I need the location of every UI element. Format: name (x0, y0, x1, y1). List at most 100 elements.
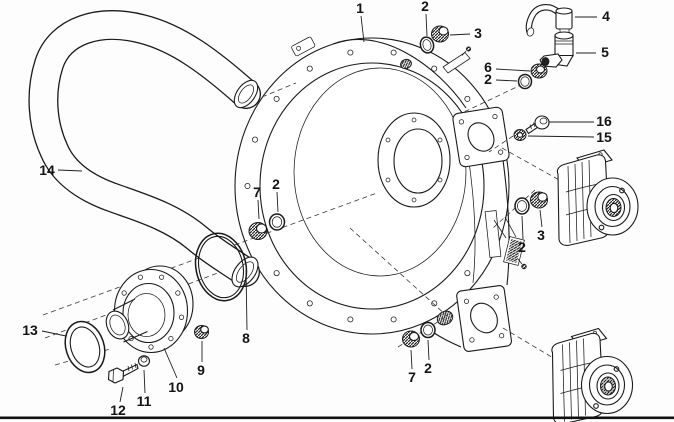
callout-11-flange-nut: 11 (137, 369, 152, 409)
lower-mounting-pad (456, 285, 512, 352)
callout-9-screw-plug: 9 (197, 341, 205, 378)
hex-bolt-16 (525, 115, 550, 135)
top-boss (400, 58, 412, 70)
callout-8-ring-gasket: 8 (242, 269, 250, 346)
callout-2-o-ring: 2 (484, 71, 518, 87)
leader-line (245, 269, 248, 331)
hose (28, 10, 261, 288)
leader-line (495, 79, 518, 82)
callout-2-o-ring: 2 (518, 215, 526, 255)
bell-housing (234, 36, 512, 352)
callout-7-screw-plug: 7 (408, 349, 416, 385)
assembly-axis-7 (463, 83, 524, 113)
callout-13-seal-ring: 13 (22, 322, 67, 338)
leader-line (360, 15, 365, 43)
assembly-axis-9 (501, 147, 571, 187)
o-ring-2-right (517, 73, 533, 90)
screw-plug-3-side (530, 191, 548, 209)
callout-number: 2 (421, 0, 429, 14)
hub-bolt-holes (117, 274, 185, 350)
o-ring-2-side (514, 197, 530, 215)
ring-gasket (194, 232, 248, 302)
callout-5-elbow-fitting: 5 (576, 44, 609, 60)
bearing-hub (105, 265, 194, 354)
callout-10-bearing-hub: 10 (163, 347, 184, 395)
name-strip (442, 46, 471, 74)
seal-ring (64, 320, 106, 374)
o-ring-2-bottom (420, 321, 436, 339)
screw-plug-7-left (248, 222, 268, 240)
callout-number: 2 (518, 239, 526, 255)
screw-plug-3-top (431, 25, 449, 43)
callout-number: 3 (474, 25, 482, 41)
callout-number: 6 (484, 59, 492, 75)
callout-1-bell-housing: 1 (356, 0, 365, 43)
leader-line (41, 330, 67, 337)
callout-14-hose: 14 (39, 162, 83, 178)
callout-16-hex-bolt: 16 (549, 113, 612, 129)
cover-plate (493, 216, 527, 270)
assembly-axis-5 (349, 227, 448, 317)
nut-6 (530, 63, 548, 79)
callout-number: 13 (22, 322, 38, 338)
leader-line (539, 209, 543, 228)
callout-2-o-ring: 2 (421, 0, 429, 37)
callout-number: 15 (596, 129, 612, 145)
leader-line (527, 135, 595, 138)
callout-number: 9 (197, 362, 205, 378)
callout-15-lock-washer: 15 (527, 129, 612, 145)
leader-line (495, 68, 531, 72)
screw-plug-9 (194, 325, 209, 339)
leader-line (427, 339, 430, 361)
hydraulic-motor-lower (551, 327, 634, 422)
callout-number: 5 (601, 44, 609, 60)
callout-number: 16 (596, 113, 612, 129)
callout-3-screw-plug: 3 (449, 25, 482, 41)
o-ring-2-left (268, 213, 286, 231)
lock-washer-15 (513, 129, 527, 141)
callout-number: 4 (602, 8, 610, 24)
callout-number: 3 (537, 227, 545, 243)
callout-7-screw-plug: 7 (253, 184, 261, 220)
leader-line (410, 349, 413, 370)
callout-2-o-ring: 2 (424, 339, 432, 376)
callout-number: 12 (110, 402, 126, 418)
flange-nut-11 (137, 355, 151, 367)
callout-12-hex-bolt: 12 (110, 386, 126, 418)
callout-2-o-ring: 2 (272, 176, 280, 213)
leader-line (257, 199, 260, 220)
callout-number: 7 (408, 369, 416, 385)
leader-line (276, 191, 279, 213)
callout-6-nut: 6 (484, 59, 531, 75)
callout-number: 11 (137, 393, 152, 409)
assembly-axis-4 (261, 82, 297, 98)
leader-line (119, 386, 124, 403)
callout-3-screw-plug: 3 (537, 209, 545, 243)
elbow-fitting-5 (539, 31, 574, 68)
bottom-rule (0, 416, 674, 420)
callout-number: 7 (253, 184, 261, 200)
hydraulic-motor-upper (556, 149, 639, 246)
callout-number: 2 (424, 360, 432, 376)
bore-bolt-holes (385, 117, 443, 203)
leader-line (449, 33, 471, 36)
side-boss-plate (484, 210, 502, 258)
callout-4-breather-pipe: 4 (575, 8, 610, 24)
hex-bolt-12 (107, 362, 139, 384)
callout-number: 2 (484, 71, 492, 87)
o-ring-2-top (419, 36, 435, 54)
leader-line (163, 347, 178, 379)
leader-line (425, 13, 428, 37)
callout-number: 14 (39, 162, 55, 178)
screw-plug-7-bottom (402, 330, 420, 348)
assembly-axis-11 (492, 189, 536, 229)
assembly-axis-10 (502, 327, 561, 363)
upper-mounting-pad (452, 106, 510, 168)
leader-line (521, 215, 524, 240)
leader-line (143, 369, 146, 394)
breather-pipe-4 (525, 4, 573, 37)
housing-tab (291, 36, 316, 57)
